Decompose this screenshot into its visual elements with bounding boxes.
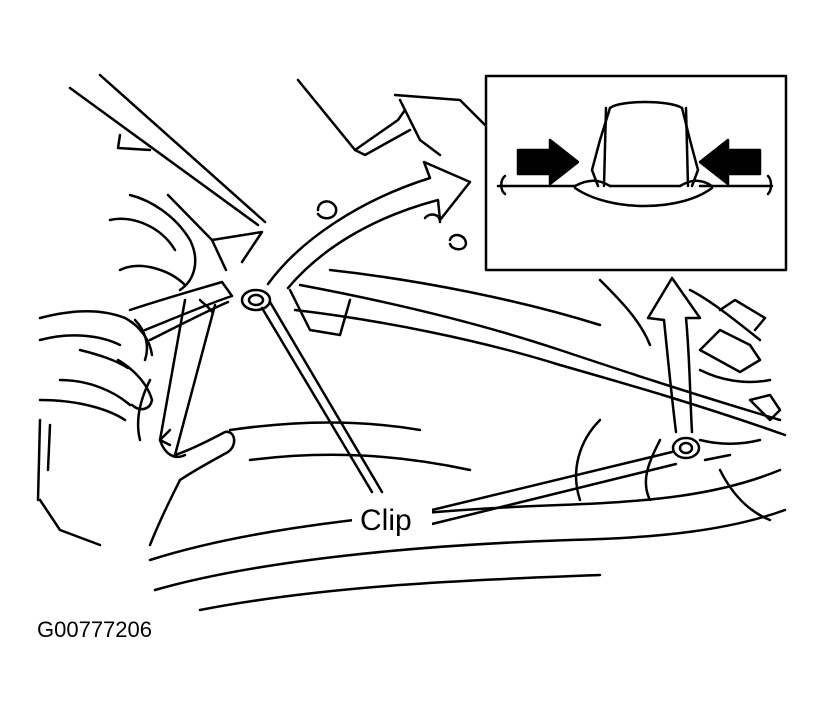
clip-cross-section: [573, 100, 714, 208]
inset-detail: [484, 74, 788, 272]
arrow-to-detail-left: [266, 160, 472, 290]
clip-right: [671, 436, 701, 460]
hand-holding-panel: [136, 298, 236, 547]
vehicle-body-panels: [36, 73, 787, 612]
callout-leaders: [260, 300, 678, 526]
clip-left: [240, 288, 272, 312]
clip-callout-label: Clip: [360, 504, 412, 537]
squeeze-arrow-right: [698, 138, 762, 186]
figure-id-label: G00777206: [37, 617, 152, 642]
squeeze-arrow-left: [516, 138, 580, 186]
arrow-to-detail-right: [646, 276, 702, 434]
